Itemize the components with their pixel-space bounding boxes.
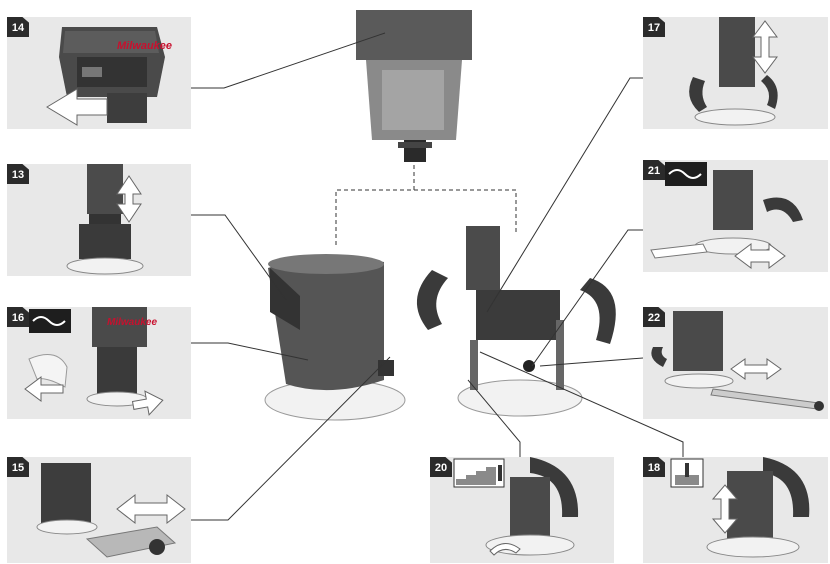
plunge-base-accessory-illustration — [650, 162, 803, 269]
step-number-badge: 16 — [7, 307, 29, 327]
router-motor — [356, 10, 472, 162]
depth-stop-turret-illustration — [453, 457, 579, 556]
panel-18: 18 — [643, 457, 828, 563]
step-number-badge: 22 — [643, 307, 665, 327]
step-number-badge: 15 — [7, 457, 29, 477]
step-number-badge: 18 — [643, 457, 665, 477]
vertical-double-arrow-icon — [711, 484, 739, 534]
panel-21: 21 — [643, 160, 828, 272]
panel-14: Milwaukee 14 — [7, 17, 191, 129]
step-number-badge: 17 — [643, 17, 665, 37]
router-edge-guide-illustration — [36, 463, 186, 558]
vertical-double-arrow-icon — [116, 175, 142, 223]
horizontal-double-arrow-icon — [116, 493, 186, 525]
panel-16: Milwaukee 16 — [7, 307, 191, 419]
router-motor-insert-illustration — [66, 164, 144, 275]
step-number-badge: 14 — [7, 17, 29, 37]
horizontal-double-arrow-icon — [734, 243, 786, 269]
panel-22: 22 — [643, 307, 828, 419]
panel-13: 13 — [7, 164, 191, 276]
panel-17: 17 — [643, 17, 828, 129]
panel-15: 15 — [7, 457, 191, 563]
push-arrow-icon — [131, 390, 164, 416]
panel-20: 20 — [430, 457, 614, 563]
left-arrow-icon — [24, 376, 64, 402]
brand-logo-text: Milwaukee — [117, 40, 172, 52]
plunge-base — [416, 226, 616, 417]
slide-arrow-icon — [46, 88, 108, 126]
plunge-base-height-illustration — [689, 17, 778, 126]
router-unlock-illustration: Milwaukee — [24, 307, 164, 416]
step-number-badge: 20 — [430, 457, 452, 477]
step-number-badge: 13 — [7, 164, 29, 184]
svg-text:Milwaukee: Milwaukee — [107, 317, 157, 328]
router-battery-illustration: Milwaukee — [46, 27, 172, 126]
fixed-base — [264, 254, 406, 421]
vertical-double-arrow-icon — [752, 20, 778, 74]
rotate-arrow-icon — [489, 543, 521, 556]
horizontal-double-arrow-icon — [730, 358, 782, 380]
depth-rod-illustration — [670, 457, 810, 558]
step-number-badge: 21 — [643, 160, 665, 180]
